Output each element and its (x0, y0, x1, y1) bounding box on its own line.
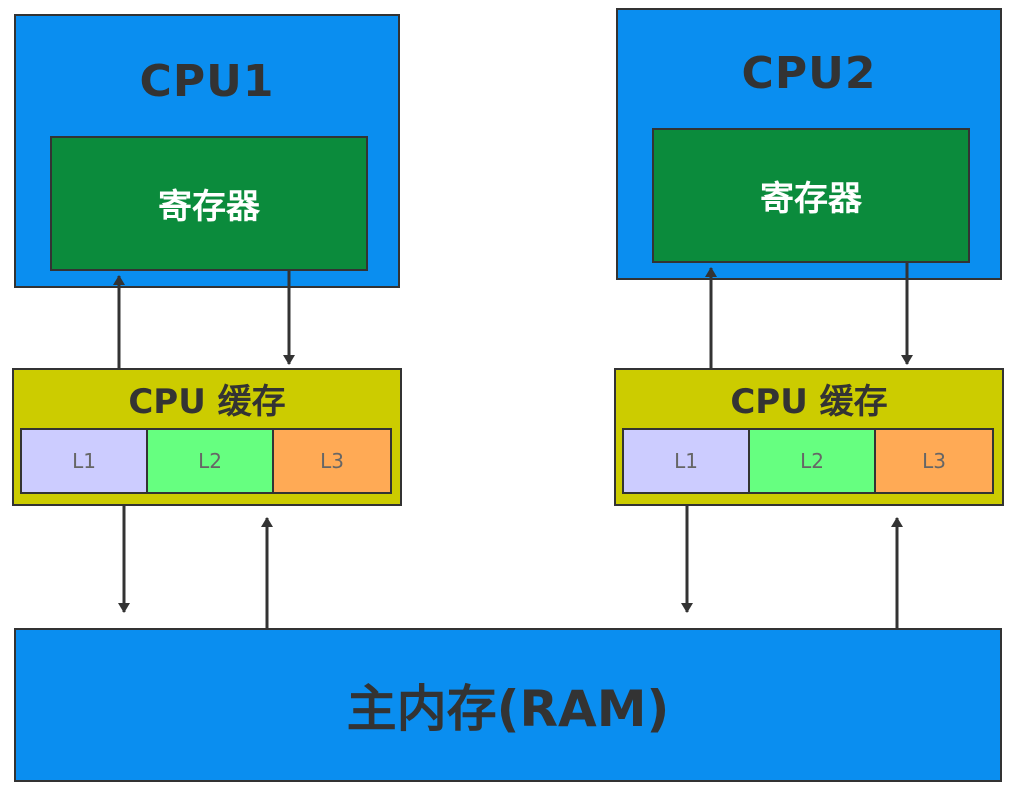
cpu1-cache: CPU 缓存 L1 L2 L3 (12, 368, 402, 506)
cpu1-register-label: 寄存器 (158, 187, 260, 227)
cpu2-cache: CPU 缓存 L1 L2 L3 (614, 368, 1004, 506)
cpu2-cache-l2: L2 (748, 428, 876, 494)
main-memory: 主内存(RAM) (14, 628, 1002, 782)
main-memory-label: 主内存(RAM) (346, 680, 670, 738)
cpu2-register-label: 寄存器 (760, 179, 862, 219)
cpu1-cache-l3: L3 (272, 428, 392, 494)
cpu1-register: 寄存器 (50, 136, 368, 271)
cpu1-title: CPU1 (139, 56, 275, 107)
cpu1-cache-l1: L1 (20, 428, 148, 494)
cpu2-title: CPU2 (741, 48, 877, 99)
cpu1-cache-title: CPU 缓存 (128, 382, 286, 422)
cpu1-cache-l2: L2 (146, 428, 274, 494)
cpu2-cache-l1: L1 (622, 428, 750, 494)
cpu2-register: 寄存器 (652, 128, 970, 263)
cpu2-cache-l3: L3 (874, 428, 994, 494)
cpu2-cache-title: CPU 缓存 (730, 382, 888, 422)
